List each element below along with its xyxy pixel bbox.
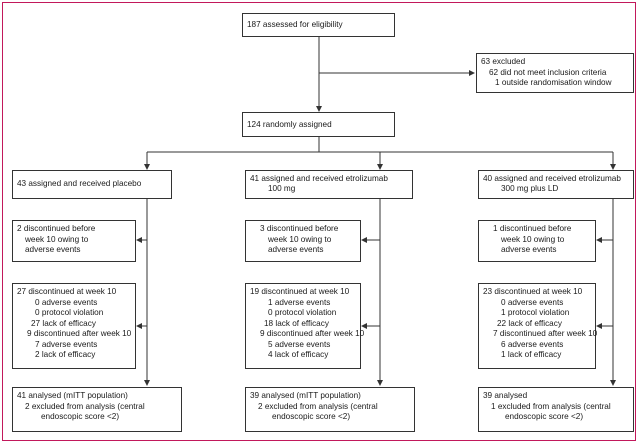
arm3-discontinued-before-box: 1 discontinued before week 10 owing to a… (478, 220, 596, 262)
assessed-box: 187 assessed for eligibility (242, 13, 395, 37)
discontinued-before-text: week 10 owing to (268, 234, 332, 244)
discontinued-before-text: 2 discontinued before (17, 224, 96, 233)
analysed-text: 39 analysed (mITT population) (250, 391, 361, 400)
analysis-excluded-text: endoscopic score <2) (272, 412, 351, 421)
arm3-assigned-text: 300 mg plus LD (501, 184, 559, 193)
arm1-assigned-text: 43 assigned and received placebo (17, 179, 142, 188)
excluded-title: 63 excluded (481, 57, 526, 66)
discontinued-before-text: 1 discontinued before (493, 224, 572, 233)
assessed-text: 187 assessed for eligibility (247, 20, 343, 29)
figure-frame (2, 2, 636, 441)
discontinued-before-text: adverse events (501, 245, 557, 254)
analysis-excluded-text: endoscopic score <2) (505, 412, 584, 421)
arm3-assigned-box: 40 assigned and received etrolizumab 300… (478, 170, 634, 199)
analysed-text: 41 analysed (mITT population) (17, 391, 128, 400)
after-reason: 2 lack of efficacy (35, 350, 96, 359)
analysis-excluded-text: 2 excluded from analysis (central (258, 401, 378, 411)
discontinued-before-text: week 10 owing to (501, 234, 565, 244)
arm2-discontinued-before-box: 3 discontinued before week 10 owing to a… (245, 220, 361, 262)
arm1-analysed-box: 41 analysed (mITT population) 2 excluded… (12, 387, 182, 432)
arm3-assigned-text: 40 assigned and received etrolizumab (483, 174, 621, 183)
arm1-discontinued-box: 27 discontinued at week 10 0 adverse eve… (12, 283, 136, 369)
discontinued-after-text: 7 discontinued after week 10 (493, 329, 598, 338)
arm2-discontinued-box: 19 discontinued at week 10 1 adverse eve… (245, 283, 365, 369)
randomised-text: 124 randomly assigned (247, 120, 332, 129)
excluded-reason: 62 did not meet inclusion criteria (489, 67, 607, 77)
at-reason: 0 protocol violation (35, 308, 104, 317)
discontinued-after-text: 9 discontinued after week 10 (260, 329, 365, 338)
arm2-assigned-text: 41 assigned and received etrolizumab (250, 174, 388, 183)
arm2-analysed-box: 39 analysed (mITT population) 2 excluded… (245, 387, 415, 432)
arm3-discontinued-box: 23 discontinued at week 10 0 adverse eve… (478, 283, 598, 369)
arm1-assigned-box: 43 assigned and received placebo (12, 170, 172, 199)
discontinued-at-text: 19 discontinued at week 10 (250, 287, 350, 296)
at-reason: 18 lack of efficacy (264, 318, 329, 328)
discontinued-at-text: 23 discontinued at week 10 (483, 287, 583, 296)
discontinued-at-text: 27 discontinued at week 10 (17, 287, 117, 296)
discontinued-after-text: 9 discontinued after week 10 (27, 329, 132, 338)
arm2-assigned-text: 100 mg (268, 184, 296, 193)
arm1-discontinued-before-box: 2 discontinued before week 10 owing to a… (12, 220, 136, 262)
after-reason: 4 lack of efficacy (268, 350, 329, 359)
discontinued-before-text: adverse events (268, 245, 324, 254)
after-reason: 7 adverse events (35, 339, 98, 349)
at-reason: 1 protocol violation (501, 308, 570, 317)
at-reason: 1 adverse events (268, 297, 331, 307)
discontinued-before-text: adverse events (25, 245, 81, 254)
discontinued-before-text: 3 discontinued before (260, 224, 339, 233)
analysis-excluded-text: 1 excluded from analysis (central (491, 401, 611, 411)
at-reason: 27 lack of efficacy (31, 318, 96, 328)
after-reason: 1 lack of efficacy (501, 350, 562, 359)
after-reason: 5 adverse events (268, 339, 331, 349)
analysis-excluded-text: endoscopic score <2) (41, 412, 120, 421)
arm2-assigned-box: 41 assigned and received etrolizumab 100… (245, 170, 413, 199)
discontinued-before-text: week 10 owing to (25, 234, 89, 244)
arm3-analysed-box: 39 analysed 1 excluded from analysis (ce… (478, 387, 634, 432)
randomised-box: 124 randomly assigned (242, 112, 395, 137)
excluded-box: 63 excluded 62 did not meet inclusion cr… (476, 53, 634, 93)
analysed-text: 39 analysed (483, 391, 528, 400)
at-reason: 0 adverse events (35, 297, 98, 307)
at-reason: 0 protocol violation (268, 308, 337, 317)
excluded-reason: 1 outside randomisation window (495, 78, 612, 87)
at-reason: 0 adverse events (501, 297, 564, 307)
analysis-excluded-text: 2 excluded from analysis (central (25, 401, 145, 411)
at-reason: 22 lack of efficacy (497, 318, 562, 328)
after-reason: 6 adverse events (501, 339, 564, 349)
